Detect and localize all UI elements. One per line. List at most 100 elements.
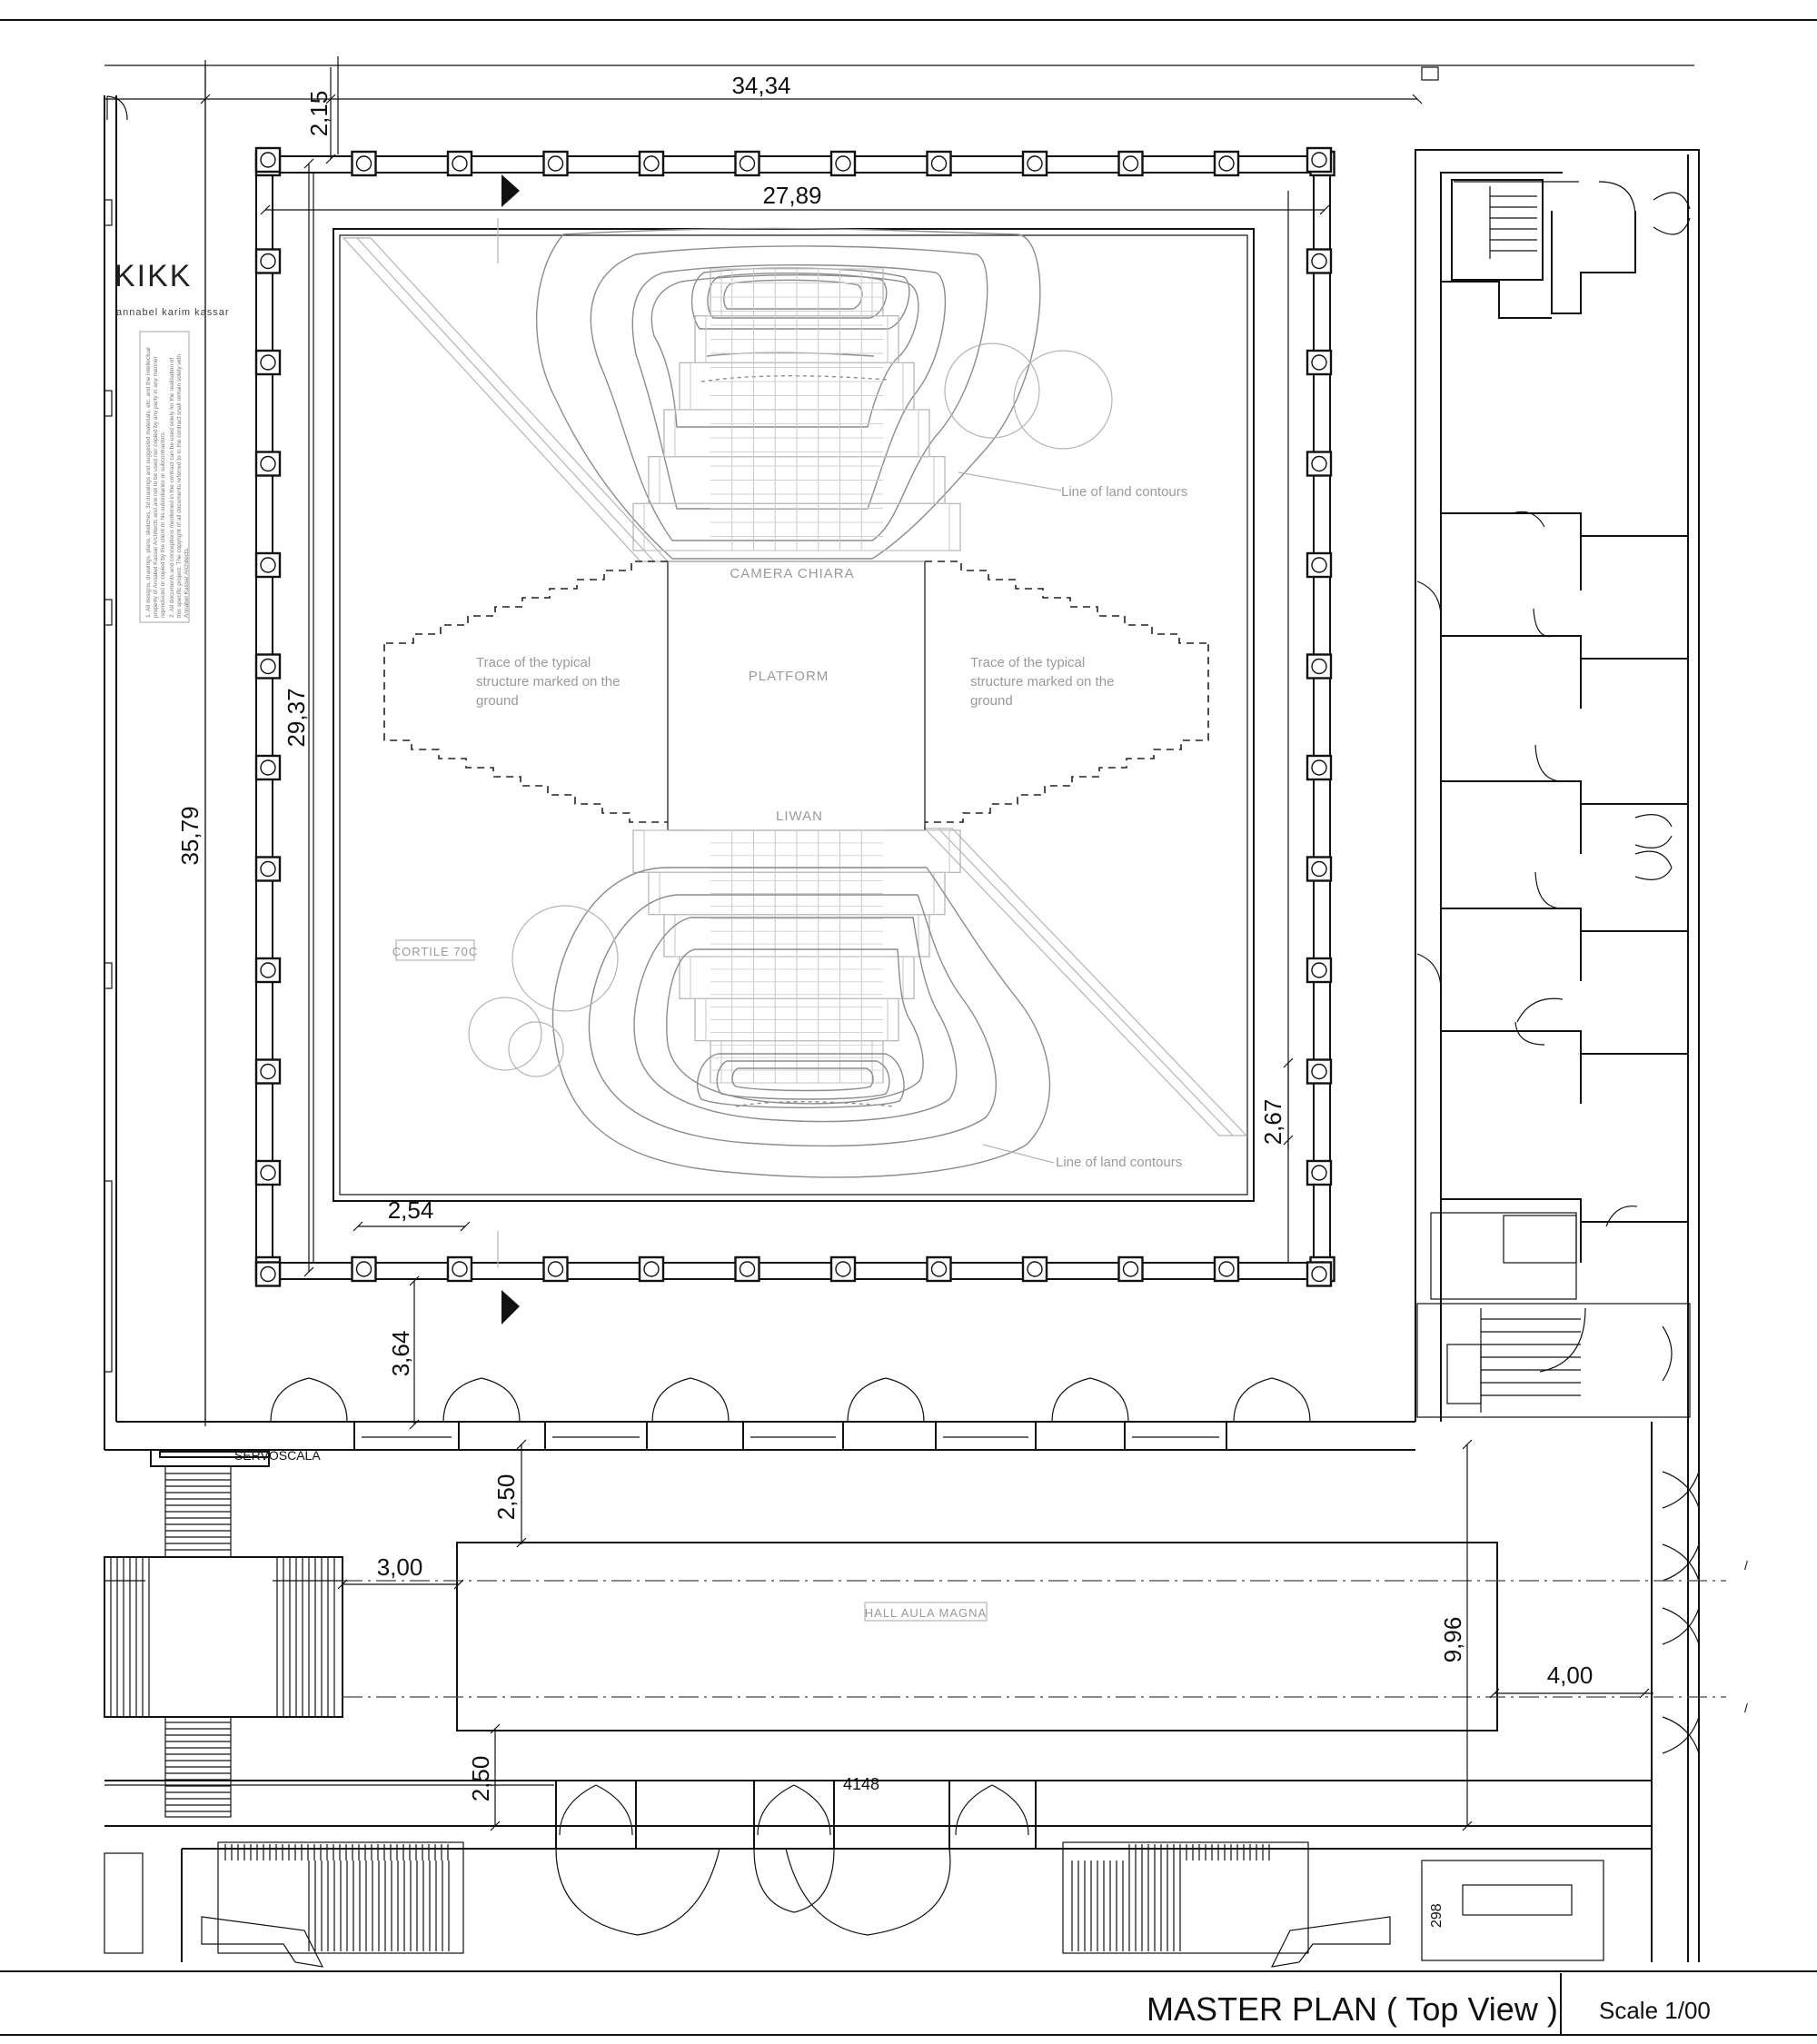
trace-right-line-2: structure marked on the — [970, 674, 1114, 690]
facade-door-swing — [847, 1377, 925, 1423]
land-contours-bottom — [468, 867, 1055, 1178]
column — [1117, 150, 1144, 177]
column — [542, 150, 569, 177]
dim-inner-width-text: 27,89 — [762, 182, 821, 209]
column-core — [452, 155, 468, 172]
dimension-inner-height: 29,37 — [283, 158, 314, 1277]
column-core — [260, 1165, 276, 1181]
dim-overall-width-text: 34,34 — [731, 72, 790, 99]
column-core — [1311, 1165, 1327, 1181]
column — [254, 1058, 282, 1085]
dimension-hall-top: 2,50 — [492, 1439, 527, 1548]
label-camera-chiara: CAMERA CHIARA — [730, 566, 854, 581]
dim-bottom-gap-text: 3,64 — [387, 1331, 414, 1377]
dim-overall-height-text: 35,79 — [176, 806, 204, 865]
column-core — [643, 1261, 660, 1277]
column — [446, 150, 473, 177]
dimension-left-gap: 2,54 — [352, 1196, 471, 1232]
sheet-frame — [0, 19, 1817, 2036]
dim-inner-height-text: 29,37 — [283, 688, 310, 747]
column — [638, 1255, 665, 1283]
dimension-overall-height: 35,79 — [176, 65, 206, 1422]
column-core — [260, 658, 276, 675]
column-core — [547, 155, 564, 172]
label-trace-left: Trace of the typical structure marked on… — [476, 655, 620, 709]
column — [829, 150, 857, 177]
south-facade — [270, 1377, 1415, 1451]
column — [1306, 248, 1333, 274]
dim-hall-bottom-text: 2,50 — [467, 1756, 494, 1802]
column-core — [1311, 455, 1327, 472]
column — [1306, 1261, 1333, 1287]
notice-line-3: reproduced or copied by the client or hi… — [160, 431, 166, 618]
dim-hall-top-text: 2,50 — [492, 1474, 520, 1521]
column — [254, 957, 282, 984]
south-wall: 4148 — [104, 1775, 1652, 1962]
column-core — [260, 962, 276, 978]
dim-right-gap-text: 2,67 — [1259, 1099, 1286, 1146]
column-core — [260, 253, 276, 270]
column — [254, 248, 282, 274]
notice-line-4: 2. All documents and conceptions mention… — [169, 358, 175, 618]
column — [254, 754, 282, 781]
dim-top-offset-text: 2,15 — [305, 91, 333, 137]
facade-window — [935, 1421, 1037, 1451]
dimension-hall-depth: 9,96 — [1439, 1439, 1473, 1831]
column — [254, 1261, 282, 1287]
facade-window — [1124, 1421, 1227, 1451]
column-core — [1027, 155, 1043, 172]
column-core — [547, 1261, 564, 1277]
label-cortile: CORTILE 70C — [392, 945, 479, 958]
facade-door-swing — [442, 1377, 521, 1423]
dimension-overall-width: 34,34 — [104, 56, 1694, 1426]
column-core — [1311, 152, 1327, 168]
column-core — [1311, 253, 1327, 270]
column-core — [1311, 1063, 1327, 1080]
column-core — [355, 155, 372, 172]
label-liwan: LIWAN — [776, 809, 823, 824]
column — [1306, 551, 1333, 579]
column-core — [1311, 354, 1327, 371]
logo-firm-name: annabel karim kassar — [116, 307, 230, 318]
column-core — [1311, 962, 1327, 978]
courtyard — [333, 228, 1255, 1202]
column — [1306, 349, 1333, 376]
column-core — [1311, 1265, 1327, 1283]
section-marker-top-icon — [501, 174, 520, 207]
trace-left-outline — [383, 561, 668, 823]
column — [829, 1255, 857, 1283]
platform — [667, 561, 926, 831]
column-core — [1311, 759, 1327, 776]
land-contours-top — [535, 227, 1113, 560]
dim-hall-depth-text: 9,96 — [1439, 1617, 1466, 1663]
notice-line-5: this specific project. The copyright of … — [176, 354, 183, 618]
firm-logo: KIKK annabel karim kassar — [114, 259, 230, 318]
facade-door-swing — [651, 1377, 730, 1423]
facade-door-swing — [1233, 1377, 1311, 1423]
column-core — [739, 155, 756, 172]
axis-mark-top: / — [1744, 1558, 1748, 1573]
column-core — [1218, 155, 1235, 172]
dimension-inner-width: 27,89 — [260, 182, 1330, 215]
column — [254, 1159, 282, 1186]
column-core — [643, 155, 660, 172]
facade-window — [742, 1421, 844, 1451]
column — [1117, 1255, 1144, 1283]
facade-window — [353, 1421, 460, 1451]
left-boundary — [104, 95, 274, 1451]
column-core — [930, 155, 948, 172]
right-wing — [1415, 149, 1700, 1962]
central-stair-top — [632, 268, 961, 551]
facade-door-swing — [1051, 1377, 1129, 1423]
dimension-right-gap: 2,67 — [1259, 1057, 1294, 1149]
column — [734, 150, 760, 177]
dimension-hall-right: 4,00 — [1489, 1662, 1653, 1699]
trace-right-outline — [925, 561, 1209, 823]
trace-right-line-3: ground — [970, 693, 1013, 709]
column — [542, 1255, 569, 1283]
trace-left-line-2: structure marked on the — [476, 674, 620, 690]
column — [351, 1255, 377, 1283]
central-stair-bottom — [632, 829, 961, 1084]
label-contours-bottom: Line of land contours — [1056, 1155, 1182, 1170]
